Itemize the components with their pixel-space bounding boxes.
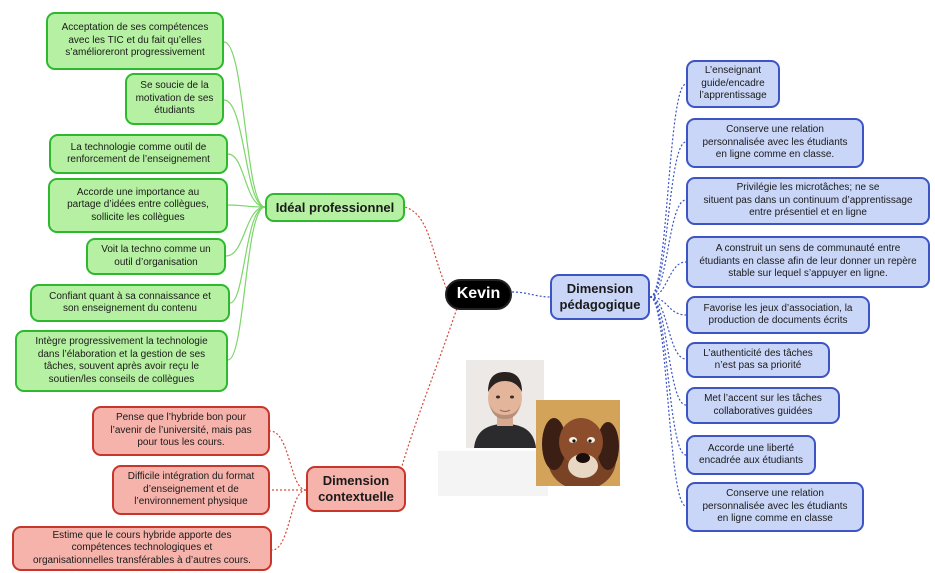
pedagogique-item-2: Conserve une relation personnalisée avec… bbox=[686, 118, 864, 168]
link-ideal-g3 bbox=[227, 153, 266, 208]
contextuelle-item-2: Difficile intégration du format d’enseig… bbox=[112, 465, 270, 515]
link-ideal-g2 bbox=[223, 99, 266, 208]
ideal-item-1: Acceptation de ses compétences avec les … bbox=[46, 12, 224, 70]
contextuelle-item-1: Pense que l’hybride bon pour l’avenir de… bbox=[92, 406, 270, 456]
hub-dimension-pedagogique[interactable]: Dimension pédagogique bbox=[550, 274, 650, 320]
link-ped-b5 bbox=[649, 296, 687, 316]
link-ped-b9 bbox=[649, 296, 687, 507]
pedagogique-item-3: Privilégie les microtâches; ne se situen… bbox=[686, 177, 930, 225]
hub-ideal-professionnel[interactable]: Idéal professionnel bbox=[265, 193, 405, 222]
link-ideal-g5 bbox=[225, 206, 266, 257]
link-ctx-r1 bbox=[269, 430, 307, 491]
man-portrait-photo bbox=[466, 360, 544, 448]
pedagogique-item-1: L’enseignant guide/encadre l’apprentissa… bbox=[686, 60, 780, 108]
link-ped-b1 bbox=[649, 83, 687, 298]
pedagogique-item-9: Conserve une relation personnalisée avec… bbox=[686, 482, 864, 532]
link-ideal-g1 bbox=[223, 41, 266, 208]
link-kevin-ideal bbox=[404, 206, 449, 293]
ideal-item-7: Intègre progressivement la technologie d… bbox=[15, 330, 228, 392]
cartoon-dog-image bbox=[536, 400, 620, 486]
ideal-item-6: Confiant quant à sa connaissance et son … bbox=[30, 284, 230, 322]
pedagogique-item-4: A construit un sens de communauté entre … bbox=[686, 236, 930, 288]
pedagogique-item-8: Accorde une liberté encadrée aux étudian… bbox=[686, 435, 816, 475]
center-node-kevin[interactable]: Kevin bbox=[445, 279, 512, 310]
link-ped-b7 bbox=[649, 296, 687, 406]
photo-group bbox=[438, 356, 638, 496]
ideal-item-2: Se soucie de la motivation de ses étudia… bbox=[125, 73, 224, 125]
link-kevin-contextuelle bbox=[399, 304, 459, 474]
link-ped-b2 bbox=[649, 141, 687, 298]
link-ideal-g7 bbox=[227, 206, 266, 361]
link-ideal-g4 bbox=[227, 204, 266, 208]
link-kevin-pedagogique bbox=[511, 291, 551, 298]
link-ped-b4 bbox=[649, 261, 687, 298]
photo-background bbox=[438, 451, 548, 496]
ideal-item-3: La technologie comme outil de renforceme… bbox=[49, 134, 228, 174]
contextuelle-item-3: Estime que le cours hybride apporte des … bbox=[12, 526, 272, 571]
pedagogique-item-7: Met l’accent sur les tâches collaborativ… bbox=[686, 387, 840, 424]
link-ped-b3 bbox=[649, 199, 687, 298]
hub-dimension-contextuelle[interactable]: Dimension contextuelle bbox=[306, 466, 406, 512]
ideal-item-5: Voit la techno comme un outil d’organisa… bbox=[86, 238, 226, 275]
ideal-item-4: Accorde une importance au partage d’idée… bbox=[48, 178, 228, 233]
pedagogique-item-6: L’authenticité des tâches n’est pas sa p… bbox=[686, 342, 830, 378]
link-ideal-g6 bbox=[229, 206, 266, 304]
pedagogique-item-5: Favorise les jeux d’association, la prod… bbox=[686, 296, 870, 334]
link-ped-b8 bbox=[649, 296, 687, 456]
link-ctx-r3 bbox=[271, 489, 307, 551]
link-ped-b6 bbox=[649, 296, 687, 360]
